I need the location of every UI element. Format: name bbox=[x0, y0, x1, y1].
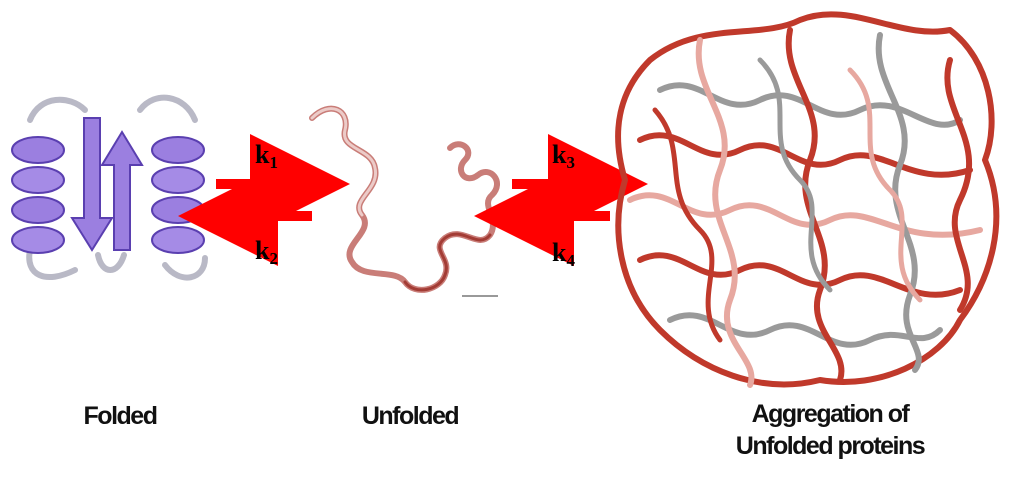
folded-loop bbox=[95, 252, 127, 273]
rate-k3-sub: 3 bbox=[566, 153, 575, 172]
rate-k4-base: k bbox=[552, 238, 567, 267]
rate-k2-base: k bbox=[255, 236, 270, 265]
aggregation-label-line1: Aggregation of bbox=[751, 400, 910, 428]
rate-k2-label: k2 bbox=[255, 238, 278, 272]
folded-loop bbox=[162, 255, 208, 281]
beta-strand-down bbox=[70, 117, 114, 252]
aggregation-label: Aggregation of Unfolded proteins bbox=[690, 398, 970, 462]
rate-k3-label: k3 bbox=[552, 142, 575, 176]
aggregation-label-line2: Unfolded proteins bbox=[735, 432, 926, 460]
rate-k1-sub: 1 bbox=[269, 153, 278, 172]
rate-k3-base: k bbox=[552, 140, 567, 169]
rate-k4-sub: 4 bbox=[566, 251, 575, 270]
folded-loop bbox=[27, 96, 88, 123]
aggregate-protein-icon bbox=[615, 11, 1000, 388]
equilibrium-arrows-1 bbox=[178, 134, 350, 266]
unfolded-protein-icon bbox=[309, 105, 500, 297]
left-helix bbox=[11, 136, 65, 254]
rate-k4-label: k4 bbox=[552, 240, 575, 274]
folded-protein-icon bbox=[11, 94, 208, 281]
rate-k1-base: k bbox=[255, 140, 270, 169]
right-helix bbox=[151, 136, 205, 254]
equilibrium-arrows-2 bbox=[474, 134, 648, 266]
folded-loop bbox=[137, 94, 198, 123]
rate-k1-label: k1 bbox=[255, 142, 278, 176]
rate-k2-sub: 2 bbox=[269, 249, 278, 268]
folded-loop bbox=[26, 247, 78, 281]
unfolded-label: Unfolded bbox=[361, 402, 460, 430]
folded-label: Folded bbox=[83, 402, 158, 430]
beta-strand-up bbox=[100, 130, 144, 251]
